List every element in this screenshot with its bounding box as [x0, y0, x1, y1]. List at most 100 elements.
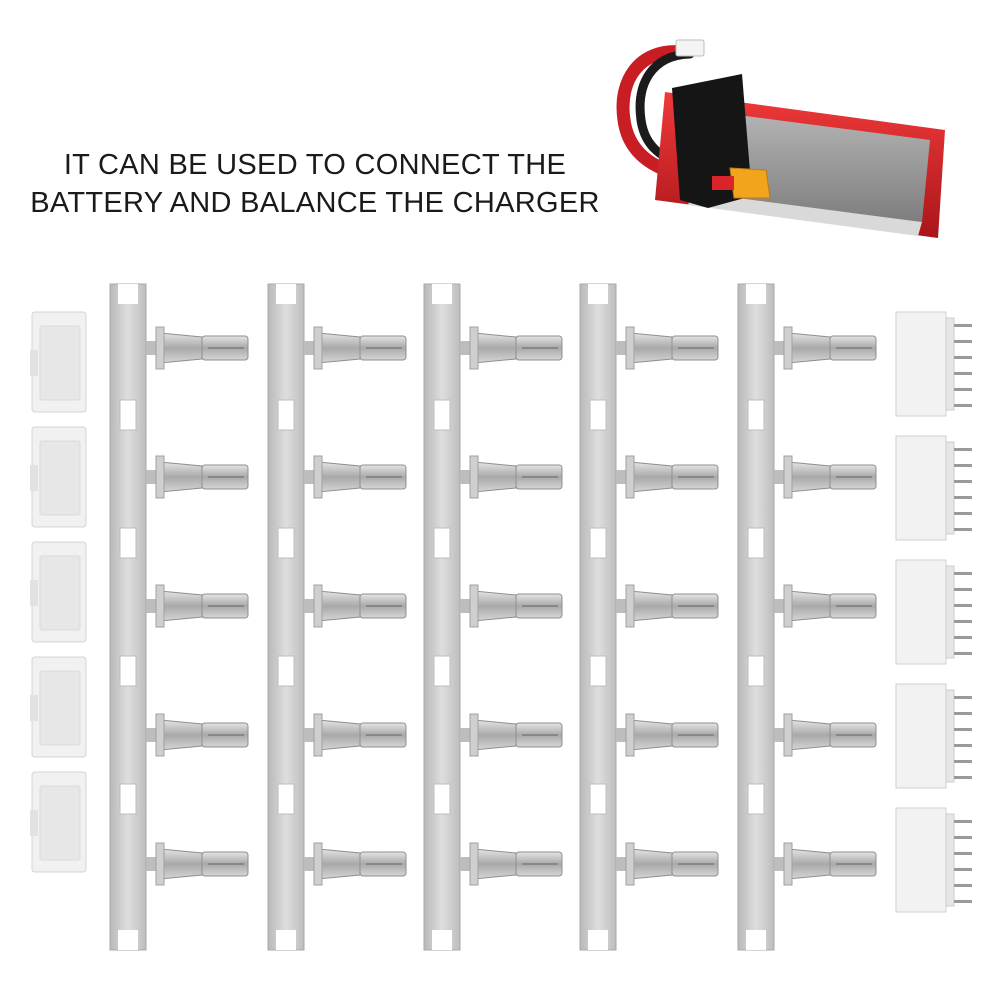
header-spine	[945, 317, 955, 411]
crimp-terminal	[304, 842, 407, 886]
header-pin	[954, 712, 972, 715]
terminal-tab	[313, 455, 323, 499]
pin-header	[895, 311, 972, 417]
terminal-crimp	[787, 719, 831, 751]
header-body	[895, 807, 947, 913]
header-pin	[954, 884, 972, 887]
crimp-terminal	[774, 713, 877, 757]
terminal-strip	[579, 283, 719, 951]
terminal-crimp	[473, 848, 517, 880]
housing-cavity	[39, 325, 81, 401]
strip-notch	[588, 284, 608, 304]
terminal-crimp	[787, 461, 831, 493]
terminal-crimp	[159, 332, 203, 364]
header-pin	[954, 324, 972, 327]
header-pin	[954, 744, 972, 747]
strip-notch	[588, 930, 608, 950]
terminal-tab	[313, 326, 323, 370]
strip-carrier	[423, 283, 461, 951]
terminal-tab	[155, 455, 165, 499]
strip-window	[277, 655, 295, 687]
product-caption: IT CAN BE USED TO CONNECT THE BATTERY AN…	[20, 146, 610, 222]
battery-wire-red	[616, 45, 697, 183]
header-pin	[954, 836, 972, 839]
strip-window	[589, 399, 607, 431]
terminal-tab	[625, 842, 635, 886]
crimp-terminal	[146, 584, 249, 628]
lipo-battery-image	[616, 39, 945, 238]
strip-notch	[118, 284, 138, 304]
strip-window	[747, 655, 765, 687]
terminal-strip	[423, 283, 563, 951]
housing-latch	[30, 580, 38, 606]
housing-latch	[30, 465, 38, 491]
terminal-crimp	[629, 461, 673, 493]
header-pin	[954, 696, 972, 699]
strip-window	[433, 399, 451, 431]
connector-housing	[30, 311, 87, 413]
terminal-tab	[469, 326, 479, 370]
terminal-crimp	[787, 332, 831, 364]
terminal-tab	[783, 326, 793, 370]
pin-header	[895, 683, 972, 789]
xt-connector	[729, 167, 771, 199]
housing-cavity	[39, 785, 81, 861]
strip-window	[119, 783, 137, 815]
housing-cavity	[39, 440, 81, 516]
header-pin	[954, 900, 972, 903]
crimp-terminal	[616, 842, 719, 886]
housing-latch	[30, 810, 38, 836]
crimp-terminal	[616, 713, 719, 757]
header-body	[895, 683, 947, 789]
terminal-tab	[625, 455, 635, 499]
crimp-terminal	[774, 842, 877, 886]
header-pin	[954, 464, 972, 467]
header-pin	[954, 480, 972, 483]
strip-window	[747, 527, 765, 559]
header-pin	[954, 728, 972, 731]
terminal-crimp	[473, 461, 517, 493]
xt-wire-cover	[712, 176, 734, 190]
terminal-tab	[469, 455, 479, 499]
pin-header	[895, 807, 972, 913]
crimp-terminal	[304, 326, 407, 370]
pin-header	[895, 559, 972, 665]
terminal-crimp	[629, 590, 673, 622]
header-pin	[954, 512, 972, 515]
crimp-terminal	[146, 842, 249, 886]
strip-window	[277, 399, 295, 431]
connector-housing	[30, 656, 87, 758]
battery-edge	[688, 192, 922, 236]
header-spine	[945, 813, 955, 907]
terminal-tab	[155, 584, 165, 628]
strip-window	[277, 527, 295, 559]
terminal-crimp	[159, 719, 203, 751]
terminal-tab	[313, 842, 323, 886]
strip-notch	[432, 930, 452, 950]
crimp-terminal	[616, 326, 719, 370]
header-pin	[954, 572, 972, 575]
strip-notch	[432, 284, 452, 304]
strip-carrier	[109, 283, 147, 951]
caption-line-2: BATTERY AND BALANCE THE CHARGER	[30, 187, 600, 219]
terminal-strip	[737, 283, 877, 951]
crimp-terminal	[774, 326, 877, 370]
terminal-crimp	[317, 848, 361, 880]
terminal-tab	[313, 584, 323, 628]
terminal-crimp	[629, 719, 673, 751]
connector-housing	[30, 426, 87, 528]
strip-window	[433, 527, 451, 559]
terminal-crimp	[317, 590, 361, 622]
terminal-tab	[783, 713, 793, 757]
header-body	[895, 559, 947, 665]
header-pin	[954, 652, 972, 655]
strip-window	[433, 783, 451, 815]
crimp-terminal	[460, 326, 563, 370]
crimp-terminal	[304, 584, 407, 628]
crimp-terminal	[774, 455, 877, 499]
terminal-strip	[109, 283, 249, 951]
strip-window	[119, 655, 137, 687]
terminal-crimp	[473, 719, 517, 751]
header-pin	[954, 820, 972, 823]
